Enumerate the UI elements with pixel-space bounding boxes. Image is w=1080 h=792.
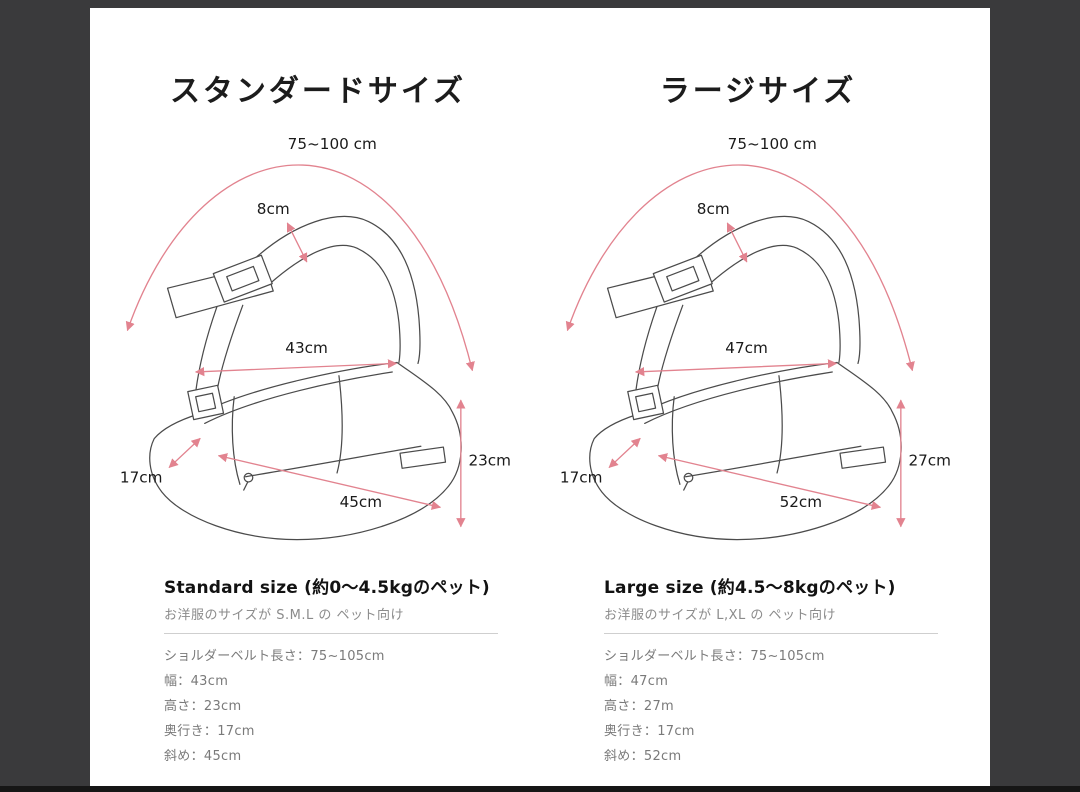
width-label: 47cm [725,339,768,357]
spec-row-label: 幅： [164,674,191,689]
column-standard-size: スタンダードサイズ 75~100 cm 8cm 43cm 23cm 17cm 4… [118,66,518,769]
standard-size-spec: Standard size (約0〜4.5kgのペット) お洋服のサイズが S.… [164,573,498,769]
spec-row-depth: 奥行き：17cm [164,719,498,744]
strap-width-label: 8cm [257,200,290,218]
spec-row-width: 幅：43cm [164,669,498,694]
spec-row-label: ショルダーベルト長さ： [604,649,751,664]
strap-width-label: 8cm [697,200,730,218]
spec-row-label: 幅： [604,674,631,689]
spec-divider [604,633,938,634]
spec-row-value: 27m [643,699,675,714]
depth-label: 17cm [120,468,163,486]
spec-heading: Standard size (約0〜4.5kgのペット) [164,578,490,598]
diagonal-label: 52cm [780,493,823,511]
large-size-diagram: 75~100 cm 8cm 47cm 27cm 17cm 52cm [560,135,951,551]
spec-row-height: 高さ：27m [604,694,938,719]
spec-row-label: 奥行き： [164,724,218,739]
depth-label: 17cm [560,468,603,486]
spec-row-value: 43cm [190,674,229,689]
spec-row-label: 斜め： [604,749,644,764]
spec-row-value: 17cm [657,724,695,739]
spec-row-value: 75~105cm [750,649,825,664]
spec-row-value: 17cm [217,724,255,739]
size-columns: スタンダードサイズ 75~100 cm 8cm 43cm 23cm 17cm 4… [90,8,990,769]
strap-length-label: 75~100 cm [728,135,817,153]
spec-subtitle: お洋服のサイズが L,XL の ペット向け [604,608,837,623]
column-large-size: ラージサイズ 75~100 cm 8cm 47cm 27cm 17cm 52cm… [558,66,958,769]
standard-size-title: スタンダードサイズ [169,74,467,109]
spec-row-label: 斜め： [164,749,204,764]
spec-row-value: 75~105cm [310,649,385,664]
spec-row-width: 幅：47cm [604,669,938,694]
spec-row-label: 奥行き： [604,724,658,739]
bottom-bar [0,786,1080,792]
spec-row-value: 45cm [203,749,242,764]
spec-row-value: 23cm [203,699,242,714]
spec-row-strap: ショルダーベルト長さ：75~105cm [604,644,938,669]
height-label: 27cm [908,451,951,469]
spec-row-value: 52cm [643,749,682,764]
spec-row-label: ショルダーベルト長さ： [164,649,311,664]
spec-row-height: 高さ：23cm [164,694,498,719]
large-size-spec: Large size (約4.5〜8kgのペット) お洋服のサイズが L,XL … [604,573,938,769]
width-label: 43cm [285,339,328,357]
spec-heading: Large size (約4.5〜8kgのペット) [604,578,896,598]
spec-row-diagonal: 斜め：52cm [604,744,938,769]
spec-subtitle: お洋服のサイズが S.M.L の ペット向け [164,608,404,623]
spec-row-depth: 奥行き：17cm [604,719,938,744]
content-canvas: スタンダードサイズ 75~100 cm 8cm 43cm 23cm 17cm 4… [90,8,990,786]
spec-divider [164,633,498,634]
height-label: 23cm [468,451,511,469]
strap-length-label: 75~100 cm [288,135,377,153]
large-size-title: ラージサイズ [659,74,857,109]
spec-row-label: 高さ： [164,699,204,714]
spec-row-value: 47cm [630,674,669,689]
spec-row-label: 高さ： [604,699,644,714]
standard-size-diagram: 75~100 cm 8cm 43cm 23cm 17cm 45cm [120,135,511,551]
diagonal-label: 45cm [340,493,383,511]
spec-row-diagonal: 斜め：45cm [164,744,498,769]
spec-row-strap: ショルダーベルト長さ：75~105cm [164,644,498,669]
